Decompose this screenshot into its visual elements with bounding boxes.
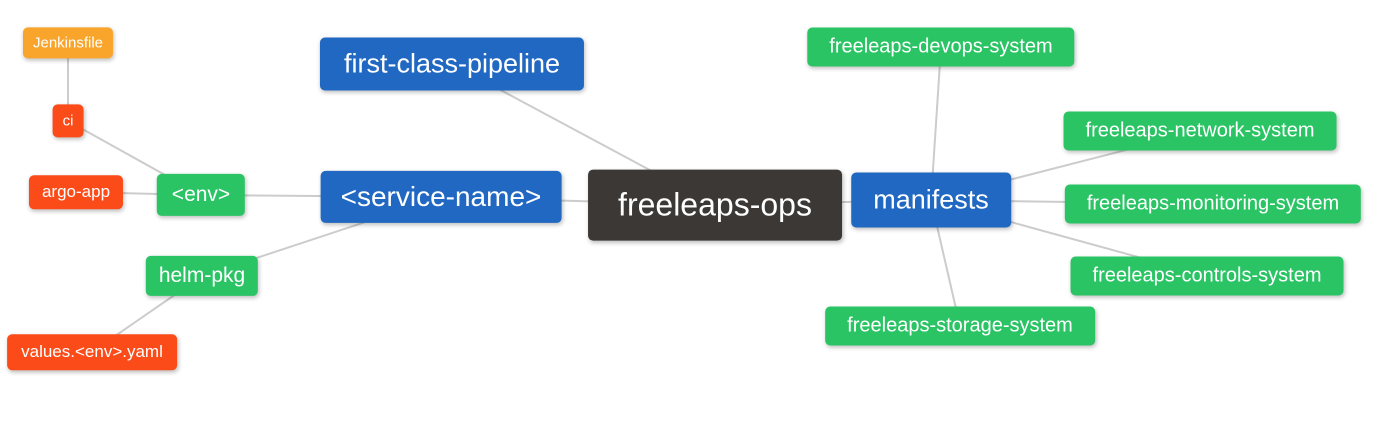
node-label: freeleaps-network-system [1085, 119, 1315, 142]
node-values-env-yaml[interactable]: values.<env>.yaml [7, 334, 177, 370]
node-label: Jenkinsfile [32, 34, 104, 52]
node-first-class-pipeline[interactable]: first-class-pipeline [319, 37, 585, 91]
node-argo-app[interactable]: argo-app [28, 175, 124, 209]
node-label: values.<env>.yaml [21, 342, 163, 362]
node-label: freeleaps-controls-system [1092, 264, 1322, 287]
node-ci[interactable]: ci [52, 104, 84, 138]
node-label: freeleaps-ops [618, 186, 812, 223]
node-label: manifests [873, 184, 989, 215]
node-env[interactable]: <env> [156, 173, 246, 217]
node-manifests[interactable]: manifests [851, 172, 1011, 228]
node-freeleaps-devops-system[interactable]: freeleaps-devops-system [807, 27, 1075, 67]
node-freeleaps-monitoring-system[interactable]: freeleaps-monitoring-system [1064, 184, 1362, 224]
node-freeleaps-ops[interactable]: freeleaps-ops [588, 169, 842, 241]
node-freeleaps-controls-system[interactable]: freeleaps-controls-system [1070, 256, 1344, 296]
node-label: freeleaps-monitoring-system [1086, 192, 1340, 215]
node-jenkinsfile[interactable]: Jenkinsfile [22, 27, 114, 59]
node-service-name[interactable]: <service-name> [320, 170, 562, 224]
node-label: first-class-pipeline [343, 48, 561, 79]
node-label: <service-name> [340, 180, 542, 212]
node-label: freeleaps-storage-system [847, 314, 1073, 337]
node-label: <env> [171, 182, 231, 206]
node-label: argo-app [41, 182, 111, 202]
node-freeleaps-storage-system[interactable]: freeleaps-storage-system [825, 306, 1095, 346]
node-freeleaps-network-system[interactable]: freeleaps-network-system [1063, 111, 1337, 151]
node-label: helm-pkg [158, 263, 246, 287]
node-helm-pkg[interactable]: helm-pkg [145, 255, 259, 297]
node-label: freeleaps-devops-system [829, 35, 1053, 58]
node-label: ci [62, 112, 74, 130]
